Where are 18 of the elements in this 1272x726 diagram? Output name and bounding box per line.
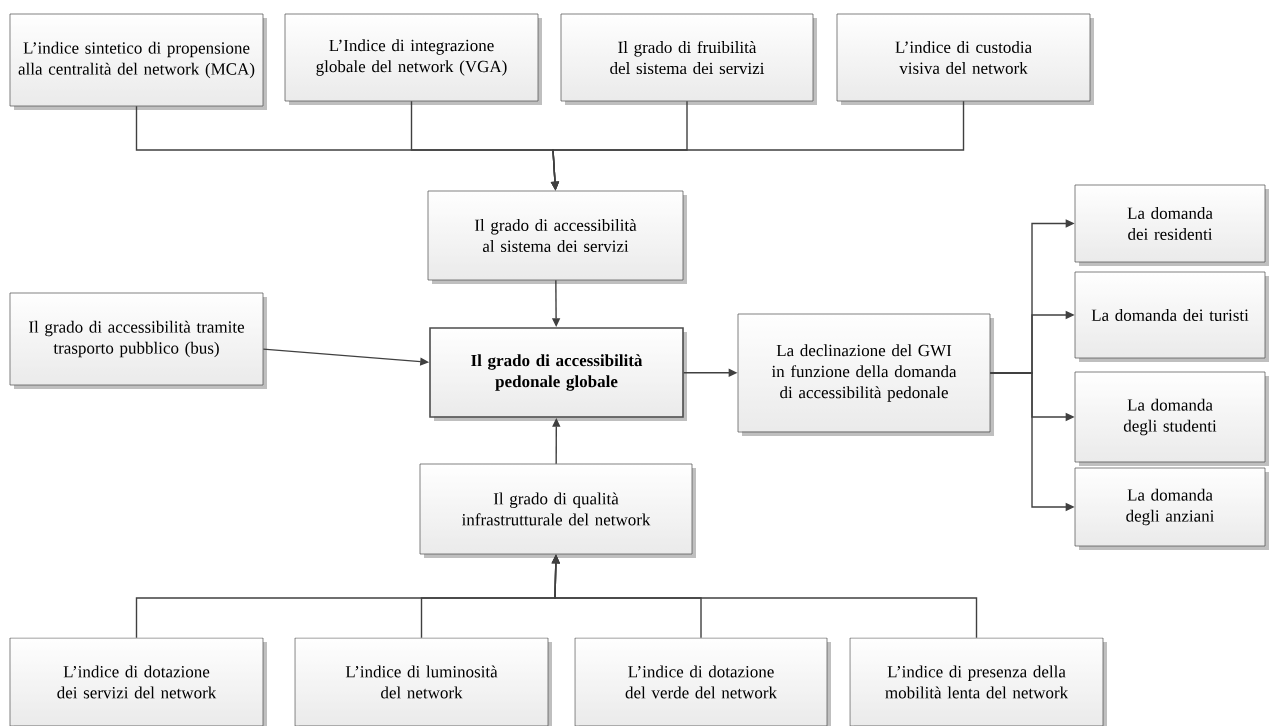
process-box: L’indice di custodia visiva del network (836, 13, 1094, 105)
process-box: Il grado di fruibilità del sistema dei servizi (560, 13, 817, 105)
process-box: L’Indice di integrazione globale del network (VGA) (284, 13, 542, 105)
process-box: La domanda degli anziani (1074, 467, 1269, 550)
process-box: Il grado di accessibilità al sistema dei servizi (427, 190, 687, 284)
process-box: L’indice sintetico di propensione alla centralità del network (MCA) (9, 13, 267, 110)
process-box: Il grado di accessibilità tramite trasporto pubblico (bus) (9, 292, 267, 389)
process-box: La declinazione del GWI in funzione della domanda di accessibilità pedonale (737, 313, 994, 436)
process-box: Il grado di accessibilità pedonale globale (429, 327, 687, 421)
process-box: L’indice di presenza della mobilità lenta del network (849, 637, 1107, 726)
process-box: La domanda dei residenti (1074, 184, 1269, 266)
process-box: Il grado di qualità infrastrutturale del network (419, 463, 696, 558)
node-label: La domanda degli studenti (1123, 398, 1217, 436)
process-box: L’indice di dotazione dei servizi del network (9, 637, 267, 726)
process-box: L’indice di luminosità del network (294, 637, 552, 726)
process-box: L’indice di dotazione del verde del network (574, 637, 831, 726)
process-box: La domanda degli studenti (1074, 371, 1269, 466)
process-box: La domanda dei turisti (1074, 271, 1269, 362)
